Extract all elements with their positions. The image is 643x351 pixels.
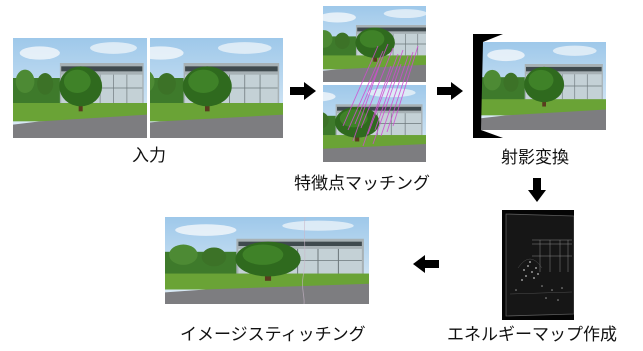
input-image-left [13,38,147,138]
stitching-label: イメージスティッチング [180,325,366,345]
input-label: 入力 [132,146,166,166]
input-image-right [150,38,283,138]
arrow-left [413,255,439,273]
projective-transform-label: 射影変換 [501,148,569,168]
arrow-right-1 [290,82,316,100]
energy-map-image [502,210,574,320]
projective-transform-image [473,34,606,138]
arrow-down [528,178,546,202]
stitching-result-image [165,217,369,304]
feature-matching-label: 特徴点マッチング [294,174,430,194]
match-lines [323,6,426,162]
energy-map-label: エネルギーマップ作成 [447,325,617,345]
arrow-right-2 [437,82,463,100]
